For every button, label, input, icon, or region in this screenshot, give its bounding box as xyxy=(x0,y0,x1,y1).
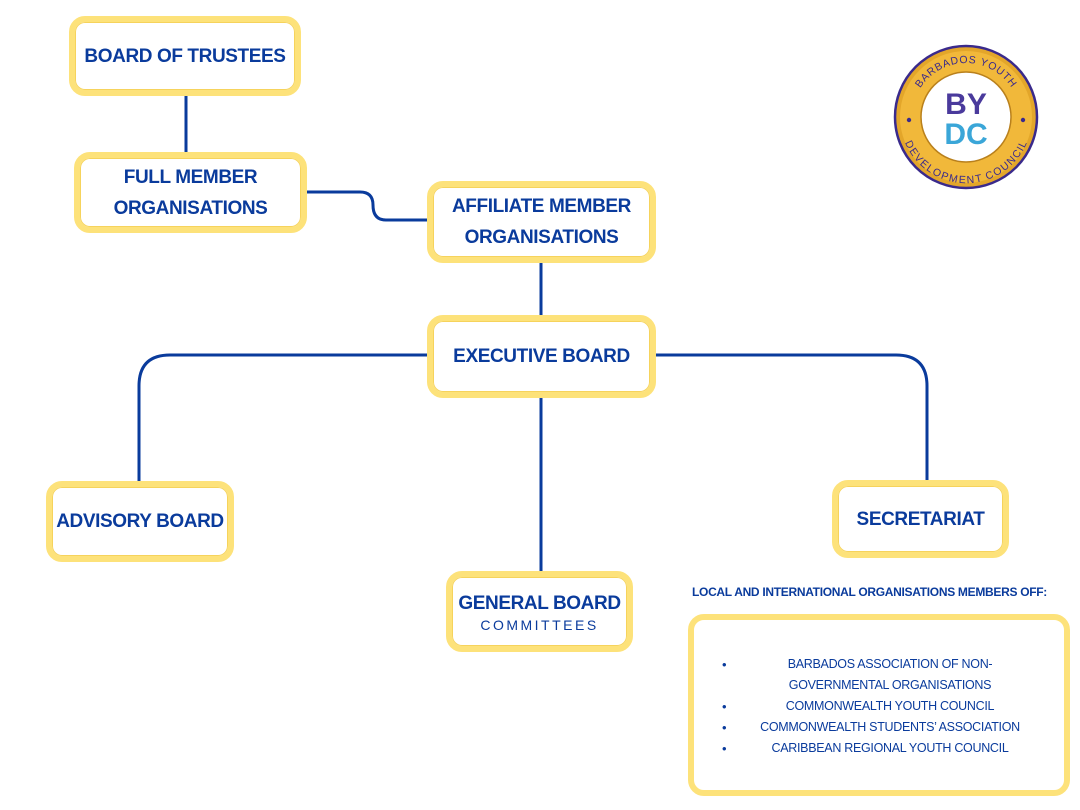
executive-board-label: EXECUTIVE BOARD xyxy=(453,346,630,367)
affiliate-member-organisations-node: AFFILIATE MEMBER ORGANISATIONS xyxy=(427,181,656,263)
member-item: COMMONWEALTH YOUTH COUNCIL xyxy=(694,696,1064,717)
board-of-trustees-label: BOARD OF TRUSTEES xyxy=(84,45,286,67)
line-full-member-affiliate xyxy=(306,190,428,222)
full-member-organisations-node: FULL MEMBER ORGANISATIONS xyxy=(74,152,307,233)
logo-monogram-top: BY xyxy=(945,88,987,121)
secretariat-label: SECRETARIAT xyxy=(856,508,985,530)
members-list-box: BARBADOS ASSOCIATION OF NON- GOVERNMENTA… xyxy=(688,614,1070,796)
board-of-trustees-node: BOARD OF TRUSTEES xyxy=(69,16,301,96)
line-executive-secretariat xyxy=(656,353,929,483)
general-board-committees-node: GENERAL BOARD COMMITTEES xyxy=(446,571,633,652)
general-board-label: GENERAL BOARD xyxy=(458,592,621,614)
affiliate-member-label-line2: ORGANISATIONS xyxy=(464,227,619,248)
executive-board-node: EXECUTIVE BOARD xyxy=(427,315,656,398)
general-board-committees-label: COMMITTEES xyxy=(480,616,599,633)
bydc-logo: BARBADOS YOUTH DEVELOPMENT COUNCIL BY DC xyxy=(893,44,1039,190)
members-section-title: LOCAL AND INTERNATIONAL ORGANISATIONS ME… xyxy=(692,585,1047,599)
advisory-board-label: ADVISORY BOARD xyxy=(56,511,224,532)
member-item: CARIBBEAN REGIONAL YOUTH COUNCIL xyxy=(694,738,1064,759)
line-executive-advisory xyxy=(137,353,430,481)
member-item-continuation: GOVERNMENTAL ORGANISATIONS xyxy=(788,678,992,692)
logo-monogram-bottom: DC xyxy=(944,118,987,151)
members-list: BARBADOS ASSOCIATION OF NON- GOVERNMENTA… xyxy=(694,654,1064,759)
full-member-label-line1: FULL MEMBER xyxy=(123,166,258,188)
member-item: COMMONWEALTH STUDENTS’ ASSOCIATION xyxy=(694,717,1064,738)
secretariat-node: SECRETARIAT xyxy=(832,480,1009,558)
logo-dot-right xyxy=(1020,117,1026,123)
full-member-label-line2: ORGANISATIONS xyxy=(113,197,268,219)
member-item: BARBADOS ASSOCIATION OF NON- xyxy=(694,654,1064,675)
advisory-board-node: ADVISORY BOARD xyxy=(46,481,234,562)
logo-dot-left xyxy=(906,117,912,123)
affiliate-member-label-line1: AFFILIATE MEMBER xyxy=(451,196,631,217)
